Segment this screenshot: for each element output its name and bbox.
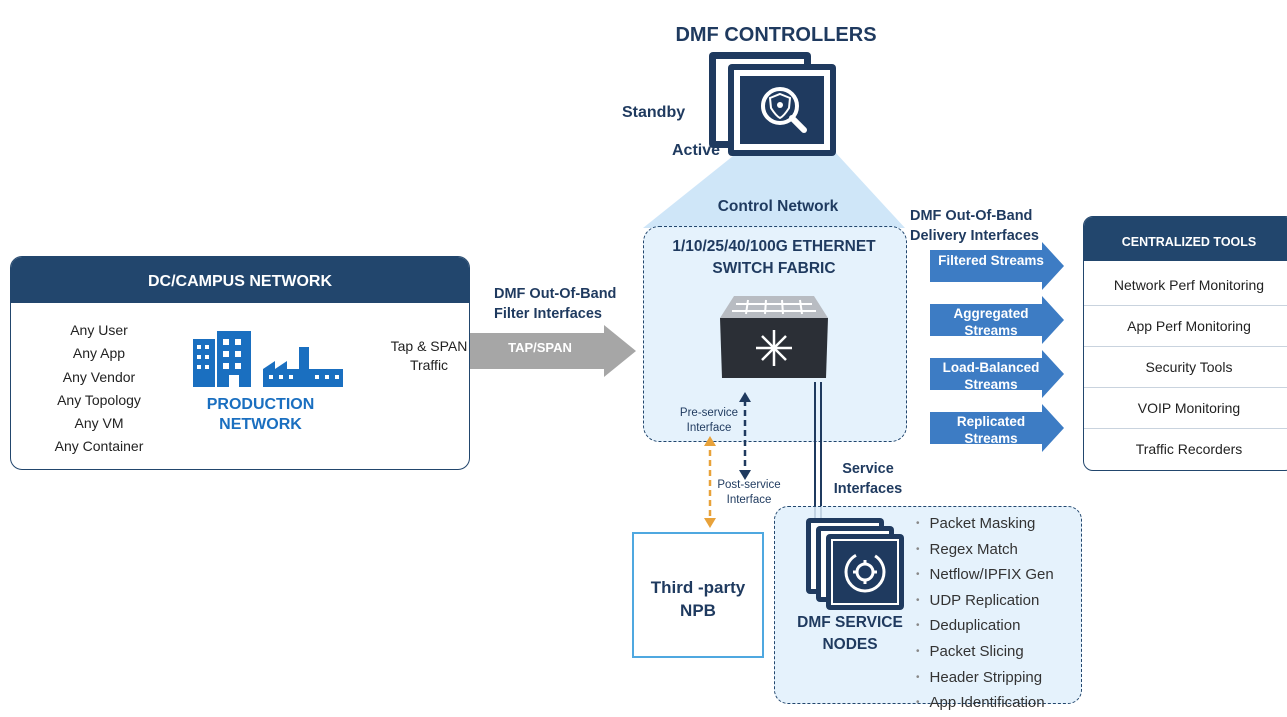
- dc-item: Any Container: [54, 438, 144, 455]
- production-network-label: PRODUCTION NETWORK: [206, 396, 315, 433]
- service-feature: Netflow/IPFIX Gen: [916, 563, 1054, 589]
- service-feature: Deduplication: [916, 614, 1054, 640]
- tool-item: VOIP Monitoring: [1084, 388, 1287, 429]
- centralized-tools-title: CENTRALIZED TOOLS: [1084, 217, 1287, 261]
- dc-item: Any VM: [74, 415, 124, 432]
- aggregated-stream-arrow: [930, 296, 1064, 344]
- stream-label: Replicated Streams: [956, 414, 1026, 446]
- tool-item: Network Perf Monitoring: [1084, 265, 1287, 306]
- service-feature: Packet Slicing: [916, 640, 1054, 666]
- controller-icon: [709, 52, 836, 156]
- dc-items-list: Any User Any App Any Vendor Any Topology…: [29, 319, 169, 459]
- controllers-title: DMF CONTROLLERS: [675, 24, 877, 46]
- service-node-icon: [806, 518, 904, 610]
- stream-label: Filtered Streams: [938, 253, 1044, 268]
- service-feature: Regex Match: [916, 538, 1054, 564]
- stream-arrows: [930, 242, 1064, 452]
- post-service-label: Post-service Interface: [717, 479, 781, 506]
- centralized-tools-box: CENTRALIZED TOOLS Network Perf Monitorin…: [1083, 216, 1287, 471]
- third-party-npb-label: Third -party NPB: [650, 578, 746, 620]
- control-beam: [643, 152, 905, 228]
- stream-label: Aggregated Streams: [953, 306, 1029, 338]
- filter-interfaces-label: DMF Out-Of-Band Filter Interfaces: [494, 286, 617, 322]
- service-interfaces-label: Service Interfaces: [833, 461, 903, 497]
- tap-span-arrow-label: TAP/SPAN: [508, 340, 572, 355]
- tap-span-arrow: [470, 325, 636, 377]
- service-feature: Header Stripping: [916, 666, 1054, 692]
- dc-item: Any App: [72, 345, 126, 362]
- service-feature: App Identification: [916, 691, 1054, 717]
- replicated-stream-arrow: [930, 404, 1064, 452]
- stream-label: Load-Balanced Streams: [942, 360, 1040, 392]
- load-balanced-stream-arrow: [930, 350, 1064, 398]
- service-feature: Packet Masking: [916, 512, 1054, 538]
- dc-item: Any Vendor: [62, 368, 136, 385]
- pre-service-label: Pre-service Interface: [679, 407, 739, 434]
- tap-span-traffic-label: Tap & SPAN Traffic: [390, 338, 468, 373]
- dc-campus-box: DC/CAMPUS NETWORK Any User Any App Any V…: [10, 256, 470, 470]
- tool-item: App Perf Monitoring: [1084, 306, 1287, 347]
- filtered-stream-arrow: [930, 242, 1064, 290]
- tool-item: Security Tools: [1084, 347, 1287, 388]
- service-feature: UDP Replication: [916, 589, 1054, 615]
- service-nodes-label: DMF SERVICE NODES: [797, 614, 903, 653]
- delivery-interfaces-label: DMF Out-Of-Band Delivery Interfaces: [910, 208, 1039, 244]
- tool-item: Traffic Recorders: [1135, 441, 1243, 457]
- dc-item: Any User: [70, 322, 128, 338]
- dc-campus-title: DC/CAMPUS NETWORK: [11, 257, 469, 303]
- buildings-icon: [193, 331, 343, 387]
- switch-icon: [720, 296, 828, 378]
- standby-label: Standby: [622, 104, 686, 121]
- active-label: Active: [672, 142, 721, 159]
- service-features-list: Packet Masking Regex Match Netflow/IPFIX…: [916, 512, 1054, 717]
- control-network-label: Control Network: [717, 198, 839, 215]
- third-party-npb-box: [632, 532, 764, 658]
- dc-item: Any Topology: [57, 391, 141, 408]
- switch-fabric-title: 1/10/25/40/100G ETHERNET SWITCH FABRIC: [672, 238, 876, 277]
